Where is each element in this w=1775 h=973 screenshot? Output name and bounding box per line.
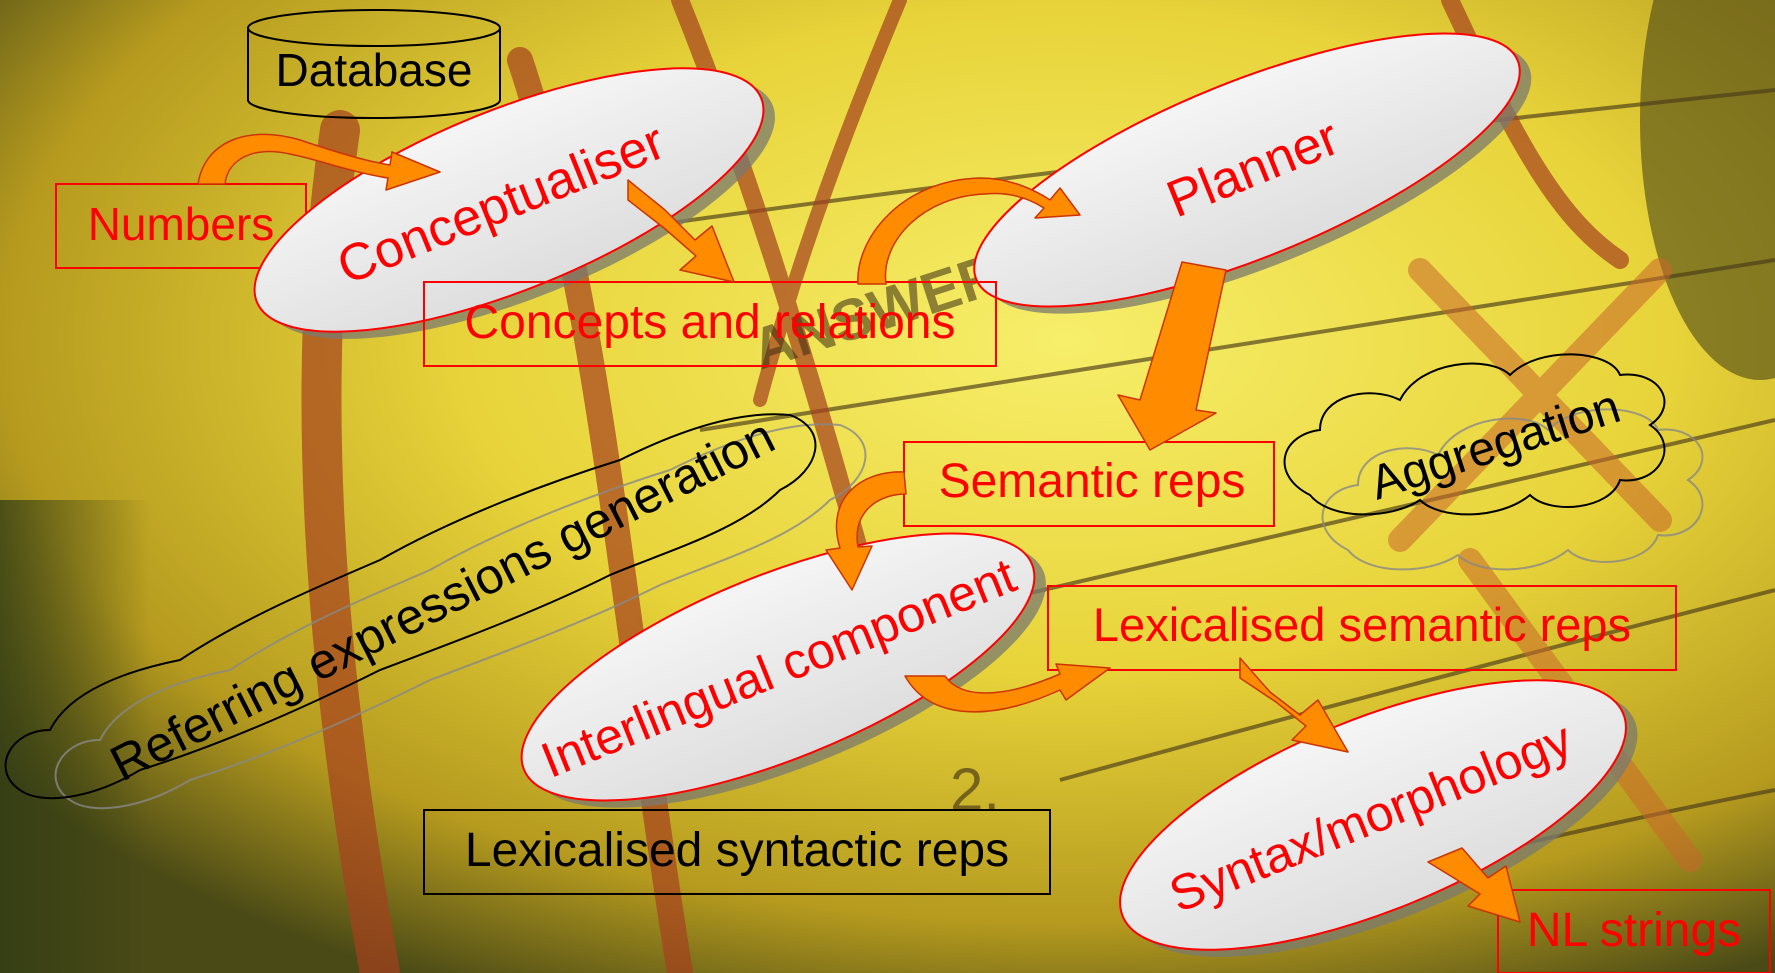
database-label: Database: [276, 44, 473, 96]
nl-strings-label: NL strings: [1527, 904, 1741, 957]
aggregation-label: Aggregation: [1364, 380, 1627, 510]
semantic-reps-box: Semantic reps: [904, 442, 1274, 526]
lexicalised-syntactic-reps-box: Lexicalised syntactic reps: [424, 810, 1050, 894]
concepts-relations-label: Concepts and relations: [465, 296, 956, 349]
planner-ellipse: Planner: [943, 0, 1562, 371]
numbers-to-conceptualiser-arrow: [198, 134, 440, 190]
lexicalised-semantic-reps-label: Lexicalised semantic reps: [1093, 598, 1631, 651]
semantic-reps-label: Semantic reps: [939, 455, 1246, 508]
lexicalised-semantic-reps-box: Lexicalised semantic reps: [1048, 586, 1676, 670]
database-cylinder: Database: [248, 10, 500, 118]
lexicalised-semantic-to-syntax-arrow: [1240, 658, 1348, 752]
nl-strings-box: NL strings: [1498, 890, 1770, 973]
aggregation-cloud: Aggregation: [1285, 354, 1703, 569]
lexicalised-syntactic-reps-label: Lexicalised syntactic reps: [465, 824, 1009, 877]
numbers-label: Numbers: [88, 198, 275, 250]
